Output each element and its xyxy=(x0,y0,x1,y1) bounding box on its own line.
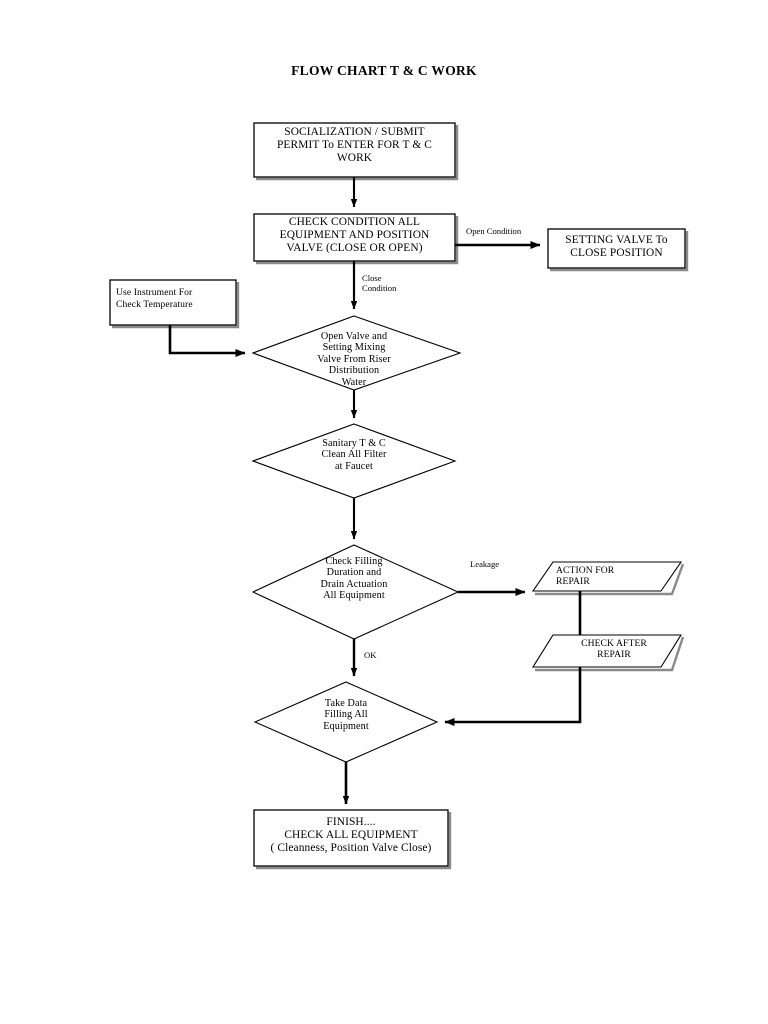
edge-check-after-to-take-data xyxy=(444,667,582,726)
node-check-after-repair-label: CHECK AFTER REPAIR xyxy=(581,638,647,660)
node-action-repair-parallelogram xyxy=(531,561,683,592)
node-check-filling-label: Check Filling Duration and Drain Actuati… xyxy=(320,556,388,602)
edge-instrument-to-open-valve xyxy=(168,325,246,357)
shape-shadows xyxy=(112,125,689,870)
node-setting-valve-box xyxy=(547,228,686,269)
node-check-condition-box xyxy=(253,213,456,262)
edge-label-open-condition: Open Condition xyxy=(466,226,522,236)
node-open-valve-label: Open Valve and Setting Mixing Valve From… xyxy=(317,331,391,388)
node-check-after-repair-parallelogram xyxy=(532,634,682,668)
node-use-instrument-label: Use Instrument For Check Temperature xyxy=(116,287,193,310)
node-socialization-label: SOCIALIZATION / SUBMIT PERMIT To ENTER F… xyxy=(276,126,432,164)
node-sanitary-label: Sanitary T & C Clean All Filter at Fauce… xyxy=(321,438,387,472)
node-take-data-label: Take Data Filling All Equipment xyxy=(323,698,369,732)
edge-label-ok: OK xyxy=(364,650,377,660)
node-check-condition-label: CHECK CONDITION ALL EQUIPMENT AND POSITI… xyxy=(279,216,430,254)
node-use-instrument-box xyxy=(109,279,237,326)
flow-connectors xyxy=(168,177,582,805)
edge-label-leakage: Leakage xyxy=(470,559,500,569)
edge-label-close-condition: Close Condition xyxy=(362,273,397,294)
node-finish-label: FINISH.... CHECK ALL EQUIPMENT ( Cleanne… xyxy=(270,816,432,854)
node-finish-box xyxy=(253,809,449,867)
node-action-repair-label: ACTION FOR REPAIR xyxy=(556,565,615,587)
page-title: FLOW CHART T & C WORK xyxy=(291,63,477,78)
node-setting-valve-label: SETTING VALVE To CLOSE POSITION xyxy=(565,234,668,259)
node-socialization-box xyxy=(253,122,456,178)
